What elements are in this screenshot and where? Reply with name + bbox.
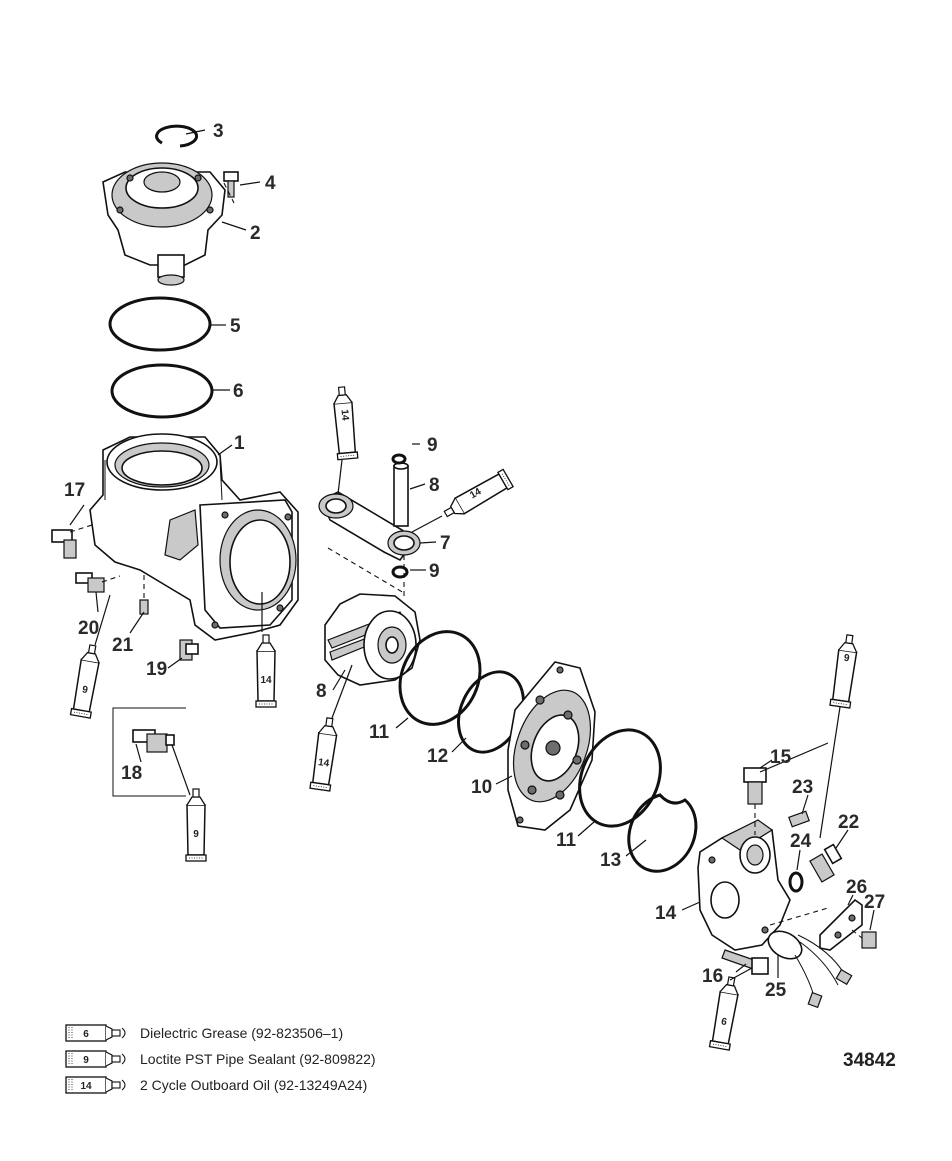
fitting-part-19 <box>179 639 199 661</box>
connecting-rod-part-7 <box>318 491 421 600</box>
wrist-pin-part-8 <box>393 462 409 527</box>
callout-15: 15 <box>770 747 792 768</box>
callout-numbers: 3 4 2 5 6 1 9 8 7 9 8 11 12 10 11 13 14 … <box>64 121 885 1001</box>
screw-part-4 <box>223 171 239 204</box>
lubricant-tube-rod: 14 <box>330 385 359 461</box>
plug-part-21 <box>139 575 149 615</box>
legend-tube-label: 14 <box>80 1081 92 1092</box>
legend-text-loctite: Loctite PST Pipe Sealant (92-809822) <box>140 1051 376 1067</box>
lubricant-tube-pin: 14 <box>440 468 514 524</box>
inset-box-part-18 <box>112 707 191 797</box>
callout-9-bottom: 9 <box>429 561 440 582</box>
callout-12: 12 <box>427 746 448 767</box>
callout-7: 7 <box>440 533 451 554</box>
o-ring-part-24 <box>788 871 804 893</box>
callout-11-left: 11 <box>369 722 390 743</box>
callout-11-right: 11 <box>556 830 577 851</box>
o-ring-part-5 <box>108 296 212 352</box>
callout-6: 6 <box>233 381 244 402</box>
lubricant-tube-cover-6: 6 <box>708 974 743 1051</box>
callout-21: 21 <box>112 635 134 656</box>
snap-ring-part-3 <box>155 124 199 148</box>
callout-10: 10 <box>471 777 492 798</box>
callout-16: 16 <box>702 966 723 987</box>
callout-2: 2 <box>250 223 261 244</box>
callout-1: 1 <box>234 433 245 454</box>
lubricant-tube-body: 14 <box>255 634 277 708</box>
callout-3: 3 <box>213 121 224 142</box>
retaining-ring-part-9-top <box>391 453 407 465</box>
o-ring-part-11-right <box>578 728 662 828</box>
tube-label: 14 <box>339 409 351 421</box>
callout-14: 14 <box>655 903 677 924</box>
legend-text-dielectric: Dielectric Grease (92-823506–1) <box>140 1025 343 1041</box>
legend-row-6: 6 Dielectric Grease (92-823506–1) <box>65 1024 343 1042</box>
callout-4: 4 <box>265 173 276 194</box>
elbow-fitting-part-17 <box>51 524 93 559</box>
legend-tube-label: 9 <box>83 1055 89 1066</box>
lubricant-tube-right-9: 9 <box>829 633 861 709</box>
retaining-ring-part-9-bottom <box>391 565 409 579</box>
legend-row-14: 14 2 Cycle Outboard Oil (92-13249A24) <box>65 1076 367 1094</box>
legend-text-oil: 2 Cycle Outboard Oil (92-13249A24) <box>140 1077 367 1093</box>
fitting-part-23 <box>788 810 810 828</box>
tube-label: 6 <box>720 1016 728 1028</box>
tube-label: 9 <box>843 653 850 665</box>
top-cover-part-2 <box>102 162 226 286</box>
fitting-part-20 <box>75 572 121 593</box>
sensor-part-25 <box>767 907 853 1009</box>
callout-26: 26 <box>846 877 867 898</box>
legend-tube-label: 6 <box>83 1029 89 1040</box>
lubricant-tube-piston: 14 <box>309 716 341 792</box>
callout-13: 13 <box>600 850 621 871</box>
o-ring-part-6 <box>110 363 214 419</box>
callout-22: 22 <box>838 812 859 833</box>
callout-8-pin: 8 <box>429 475 440 496</box>
legend: 6 Dielectric Grease (92-823506–1) 9 Loct… <box>65 1024 376 1094</box>
compressor-body-part-1 <box>89 433 299 641</box>
bracket-part-26 <box>819 898 863 951</box>
valve-plate-part-10 <box>507 661 596 831</box>
callout-24: 24 <box>790 831 812 852</box>
legend-row-9: 9 Loctite PST Pipe Sealant (92-809822) <box>65 1050 376 1068</box>
callout-17: 17 <box>64 480 85 501</box>
figure-number: 34842 <box>843 1050 896 1071</box>
callout-9-top: 9 <box>427 435 438 456</box>
callout-25: 25 <box>765 980 787 1001</box>
callout-5: 5 <box>230 316 241 337</box>
tube-label: 9 <box>81 684 89 696</box>
cylinder-head-part-14 <box>697 819 791 951</box>
callout-27: 27 <box>864 892 885 913</box>
bolt-part-16 <box>721 949 769 975</box>
fitting-part-22 <box>809 843 843 883</box>
callout-23: 23 <box>792 777 813 798</box>
tube-label: 14 <box>468 486 484 501</box>
reed-valve-part-13 <box>627 793 698 873</box>
callout-19: 19 <box>146 659 167 680</box>
callout-8-piston: 8 <box>316 681 327 702</box>
o-ring-part-11-left <box>398 630 482 726</box>
callout-18: 18 <box>121 763 142 784</box>
tube-label: 9 <box>193 829 199 840</box>
screw-part-27 <box>851 929 877 949</box>
callout-20: 20 <box>78 618 99 639</box>
lubricant-tube-box-9: 9 <box>185 788 207 862</box>
tube-label: 14 <box>260 675 272 686</box>
leader-lines <box>69 129 875 978</box>
lubricant-tube-left-9: 9 <box>69 642 104 719</box>
piston-part-8 <box>324 593 421 686</box>
tube-label: 14 <box>317 757 330 770</box>
